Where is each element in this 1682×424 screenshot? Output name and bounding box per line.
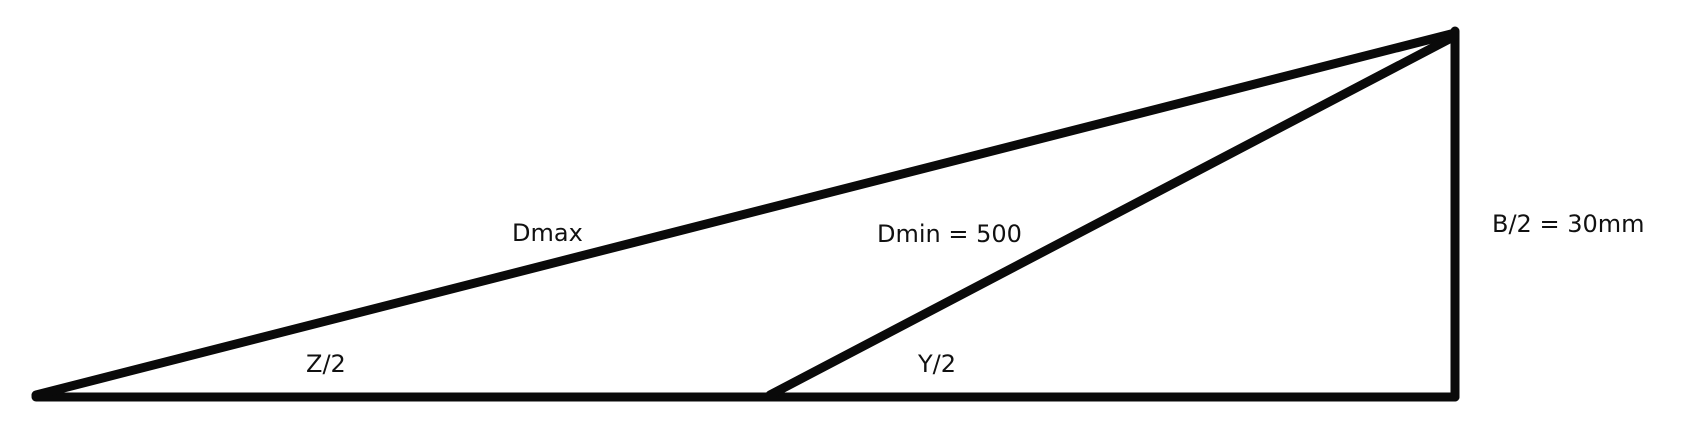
- y-half-label: Y/2: [917, 350, 956, 378]
- dmax-line: [31, 28, 1460, 400]
- z-half-label: Z/2: [306, 350, 346, 378]
- dmin-label: Dmin = 500: [877, 220, 1022, 248]
- dmin-line: [765, 31, 1460, 400]
- dmax-label: Dmax: [512, 219, 583, 247]
- b-half-label: B/2 = 30mm: [1492, 210, 1644, 238]
